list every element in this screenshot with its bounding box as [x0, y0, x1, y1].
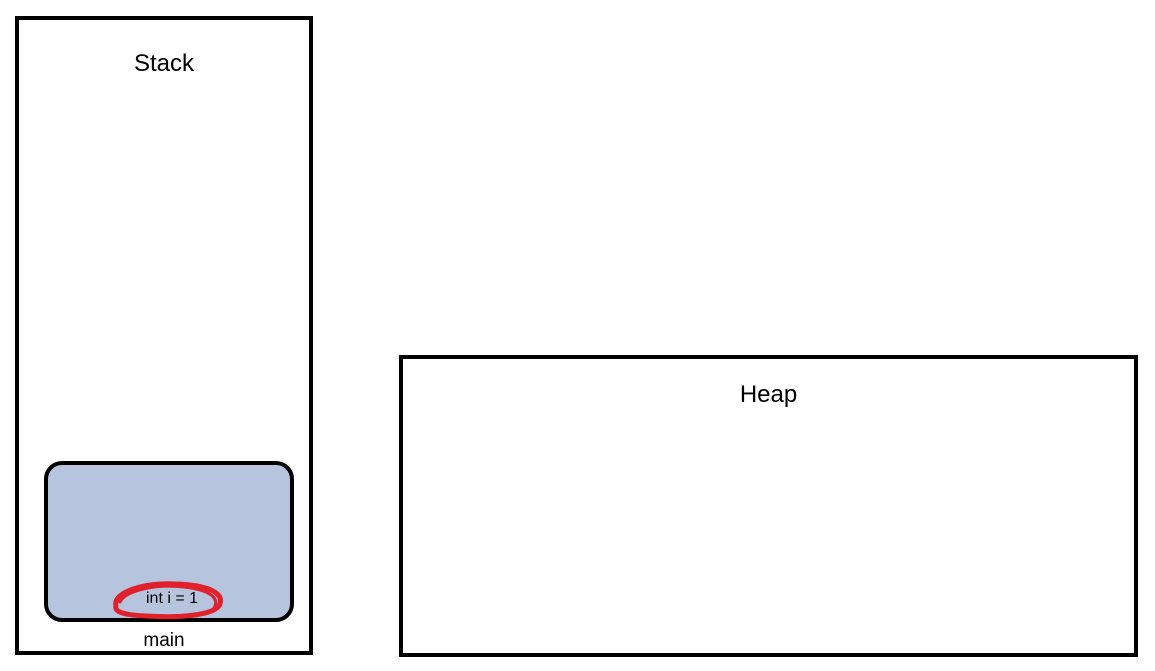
highlight-circle-icon: [113, 581, 223, 620]
heap-title: Heap: [739, 381, 798, 408]
stack-title: Stack: [133, 50, 195, 77]
stack-frame-main: int i = 1: [44, 461, 294, 622]
heap-region: Heap: [399, 355, 1138, 657]
variable-declaration: int i = 1: [145, 590, 199, 607]
frame-label-main: main: [143, 630, 185, 651]
stack-region: Stack int i = 1 main: [15, 16, 313, 655]
